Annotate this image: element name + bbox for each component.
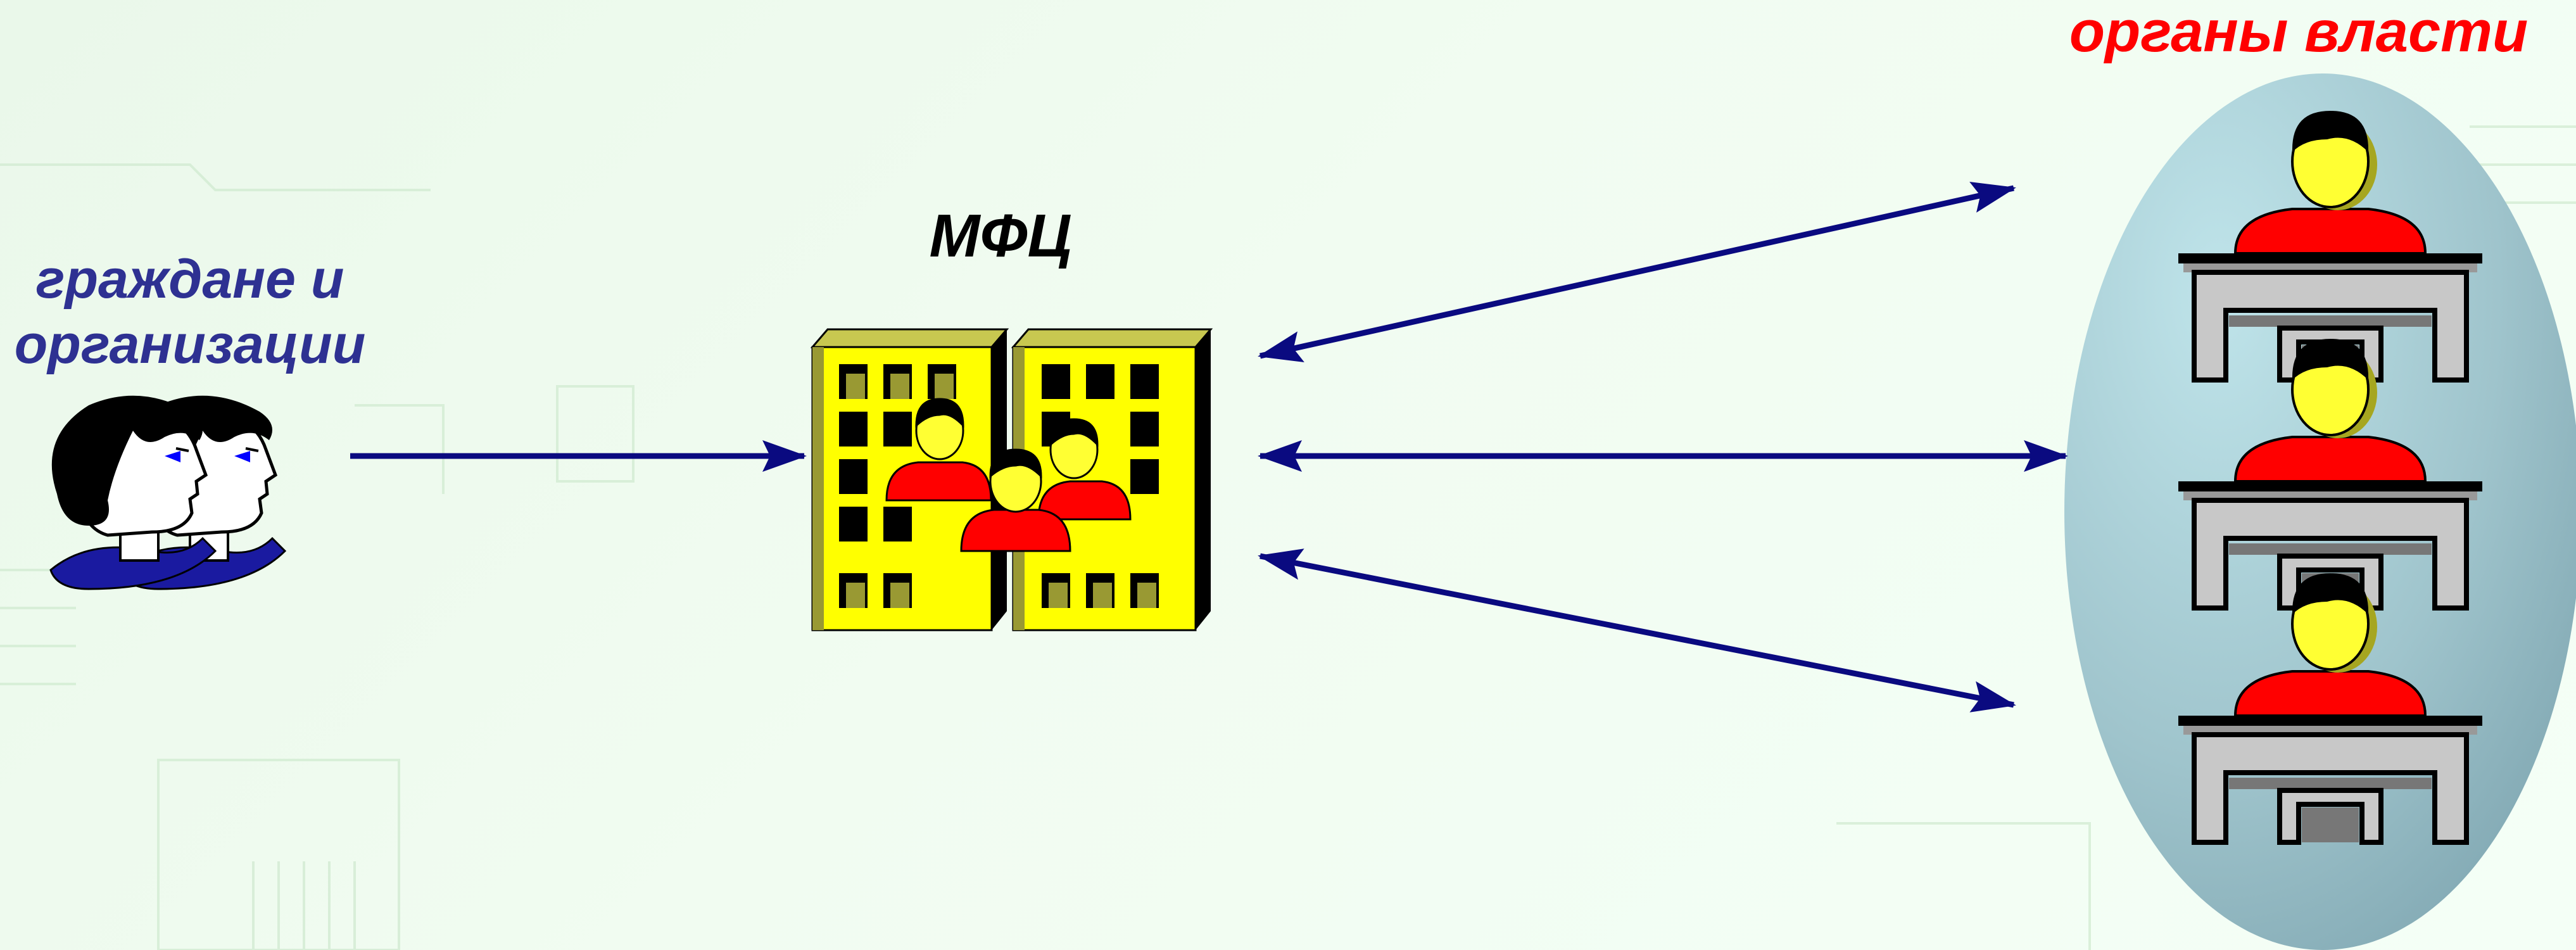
citizens-label: граждане и организации bbox=[0, 247, 380, 377]
citizens-profile-icon bbox=[51, 396, 285, 589]
background-pattern bbox=[0, 125, 2576, 950]
arrow-mfc-authority-top bbox=[1258, 181, 2016, 363]
mfc-building-icon bbox=[810, 328, 1213, 631]
authorities-label: органы власти bbox=[2069, 0, 2529, 64]
citizens-label-line-1: граждане и bbox=[35, 249, 344, 310]
mfc-label: МФЦ bbox=[929, 202, 1072, 270]
citizens-label-line-2: организации bbox=[14, 314, 366, 375]
arrow-mfc-authority-bottom bbox=[1258, 548, 2016, 712]
